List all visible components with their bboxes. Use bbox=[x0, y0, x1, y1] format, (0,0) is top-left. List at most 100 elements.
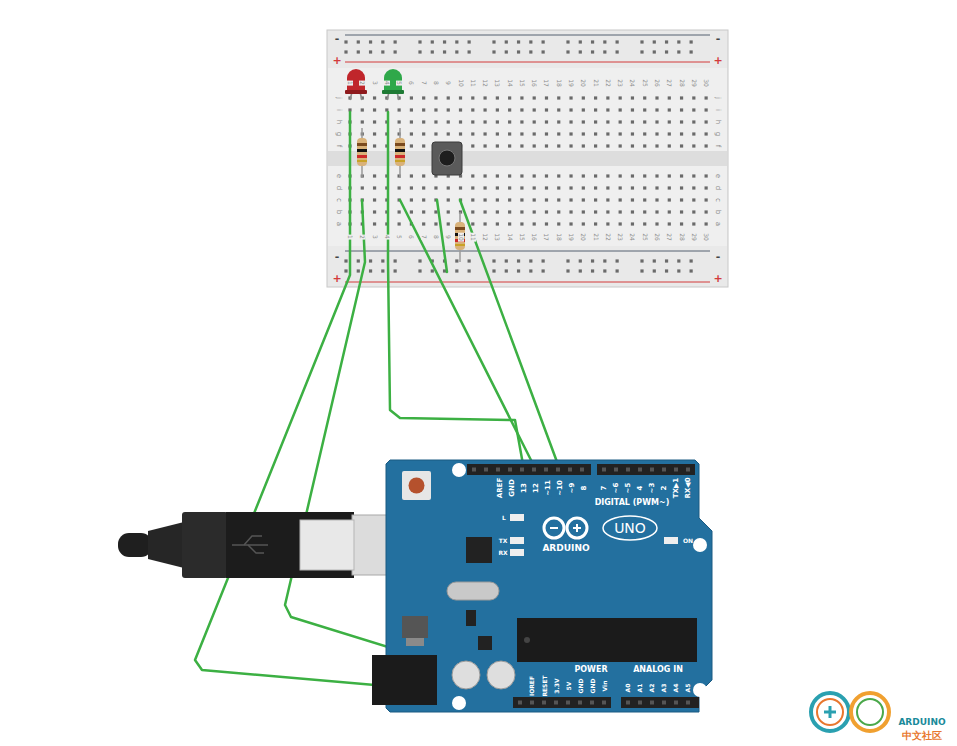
breadboard-hole bbox=[545, 96, 548, 99]
column-number: 17 bbox=[543, 79, 549, 88]
row-letter: f bbox=[335, 144, 342, 147]
crystal bbox=[447, 582, 499, 600]
breadboard-hole bbox=[508, 198, 511, 201]
breadboard-hole bbox=[705, 174, 708, 177]
watermark-signs bbox=[824, 706, 836, 718]
pin-label: 12 bbox=[533, 483, 540, 494]
column-number: 12 bbox=[482, 233, 488, 242]
breadboard-hole bbox=[505, 40, 508, 43]
breadboard-hole bbox=[640, 259, 643, 262]
breadboard-hole bbox=[496, 132, 499, 135]
breadboard-hole bbox=[422, 132, 425, 135]
breadboard-hole bbox=[422, 222, 425, 225]
header-pin bbox=[674, 468, 678, 472]
breadboard-hole bbox=[459, 108, 462, 111]
breadboard-hole bbox=[631, 210, 634, 213]
breadboard-hole bbox=[459, 132, 462, 135]
breadboard-hole bbox=[455, 50, 458, 53]
logo-signs bbox=[550, 524, 581, 532]
breadboard-hole bbox=[344, 40, 347, 43]
column-number: 9 bbox=[445, 81, 451, 86]
breadboard-hole bbox=[668, 108, 671, 111]
breadboard-hole bbox=[619, 132, 622, 135]
pin-label: IOREF bbox=[529, 675, 535, 696]
uno-oval bbox=[603, 516, 657, 540]
breadboard-hole bbox=[557, 186, 560, 189]
breadboard-hole bbox=[533, 198, 536, 201]
breadboard-hole bbox=[459, 186, 462, 189]
breadboard-hole bbox=[373, 144, 376, 147]
breadboard-hole bbox=[361, 108, 364, 111]
breadboard-hole bbox=[520, 132, 523, 135]
pin-label: A2 bbox=[649, 683, 655, 693]
breadboard-hole bbox=[447, 222, 450, 225]
breadboard-hole bbox=[545, 186, 548, 189]
usb-symbol-line bbox=[248, 545, 264, 553]
breadboard-hole bbox=[369, 50, 372, 53]
column-number: 18 bbox=[556, 79, 562, 88]
pin-label: ~11 bbox=[545, 480, 552, 497]
pin-label: A0 bbox=[625, 683, 631, 693]
header-pin bbox=[520, 468, 524, 472]
breadboard-hole bbox=[357, 40, 360, 43]
header-pin bbox=[484, 468, 488, 472]
pin-label: A5 bbox=[685, 683, 691, 693]
row-letter: b bbox=[714, 209, 721, 214]
mounting-hole bbox=[693, 683, 707, 697]
breadboard-hole bbox=[619, 120, 622, 123]
breadboard-hole bbox=[533, 96, 536, 99]
breadboard-hole bbox=[680, 222, 683, 225]
pin-label: 4 bbox=[637, 485, 644, 491]
breadboard-hole bbox=[381, 259, 384, 262]
pin-label: A1 bbox=[637, 683, 643, 693]
breadboard-hole bbox=[668, 210, 671, 213]
row-letter: i bbox=[335, 109, 342, 112]
logo-plus bbox=[829, 706, 832, 718]
usb-cable bbox=[118, 533, 152, 557]
breadboard-hole bbox=[468, 269, 471, 272]
breadboard-hole bbox=[508, 96, 511, 99]
breadboard-hole bbox=[410, 144, 413, 147]
led-label: ON bbox=[683, 538, 693, 544]
breadboard-hole bbox=[680, 144, 683, 147]
breadboard-hole bbox=[594, 198, 597, 201]
breadboard-hole bbox=[545, 174, 548, 177]
breadboard-hole bbox=[594, 222, 597, 225]
breadboard-hole bbox=[542, 40, 545, 43]
breadboard-hole bbox=[582, 96, 585, 99]
resistor-band bbox=[357, 155, 367, 158]
pin-label: RX◀0 bbox=[685, 477, 692, 499]
breadboard-hole bbox=[680, 174, 683, 177]
breadboard-hole bbox=[545, 120, 548, 123]
breadboard-hole bbox=[529, 269, 532, 272]
breadboard-hole bbox=[398, 186, 401, 189]
breadboard-hole bbox=[655, 222, 658, 225]
breadboard-hole bbox=[616, 269, 619, 272]
rail-sign: - bbox=[715, 251, 721, 262]
breadboard-hole bbox=[520, 186, 523, 189]
breadboard-hole bbox=[369, 269, 372, 272]
breadboard-hole bbox=[631, 174, 634, 177]
positive-rail-line bbox=[345, 62, 710, 63]
breadboard-hole bbox=[434, 132, 437, 135]
breadboard-hole bbox=[483, 108, 486, 111]
breadboard-hole bbox=[381, 40, 384, 43]
resistor-body bbox=[357, 138, 367, 166]
voltage-regulator-tab bbox=[406, 638, 424, 646]
rail-sign: - bbox=[715, 33, 721, 44]
breadboard-hole bbox=[606, 132, 609, 135]
resistor-band bbox=[395, 143, 405, 146]
breadboard-hole bbox=[394, 259, 397, 262]
breadboard-hole bbox=[692, 222, 695, 225]
breadboard-hole bbox=[640, 50, 643, 53]
breadboard-hole bbox=[643, 186, 646, 189]
pin-label: ~6 bbox=[613, 482, 620, 494]
header-pin bbox=[578, 701, 582, 705]
breadboard-hole bbox=[505, 259, 508, 262]
positive-rail-line bbox=[345, 282, 710, 283]
breadboard-hole bbox=[692, 144, 695, 147]
status-led bbox=[510, 514, 524, 521]
breadboard-hole bbox=[655, 144, 658, 147]
breadboard-hole bbox=[557, 174, 560, 177]
header-pin bbox=[638, 701, 642, 705]
